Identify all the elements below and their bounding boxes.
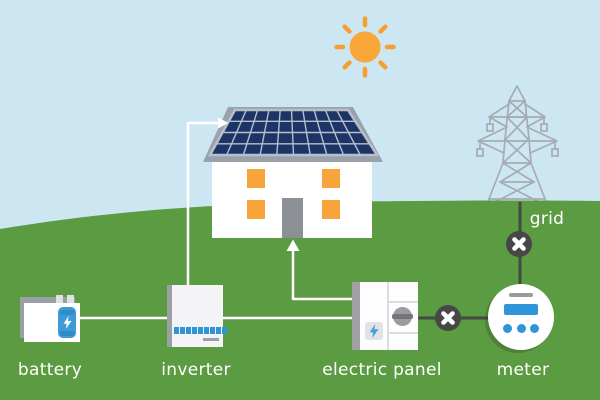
meter-dots xyxy=(488,324,554,333)
panel-divider xyxy=(389,301,418,303)
meter-slot xyxy=(509,293,533,297)
breaker-tile xyxy=(365,322,383,340)
solar-panel-icon xyxy=(207,108,380,157)
electric-panel-label: electric panel xyxy=(322,360,442,380)
inverter-side-strip xyxy=(167,285,172,347)
windows xyxy=(247,169,340,219)
battery-terminal xyxy=(56,295,63,303)
battery-unit xyxy=(20,295,82,342)
lightning-bolt-icon xyxy=(62,316,72,329)
sun-icon xyxy=(334,16,396,78)
battery-cell-icon xyxy=(58,307,76,338)
battery-terminal xyxy=(67,295,74,303)
knob-handle xyxy=(392,314,413,319)
arrow-right-icon xyxy=(218,117,229,129)
meter-label: meter xyxy=(496,360,550,380)
battery-label: battery xyxy=(17,360,83,380)
transmission-tower-icon xyxy=(476,85,559,205)
inverter-vent xyxy=(203,338,219,341)
inverter-label: inverter xyxy=(161,360,231,380)
panel-side-strip xyxy=(352,282,360,350)
energy-flow-lines xyxy=(79,121,353,320)
panel-divider xyxy=(389,332,418,334)
x-node-icon xyxy=(506,231,532,257)
panel-divider xyxy=(387,282,389,350)
house-icon xyxy=(203,107,383,238)
arrow-up-icon xyxy=(286,239,300,251)
door xyxy=(282,198,303,238)
inverter-led-segments xyxy=(174,327,227,334)
inverter-unit xyxy=(167,285,227,347)
x-node-icon xyxy=(435,305,461,331)
meter-display xyxy=(504,304,538,315)
electric-panel-unit xyxy=(352,282,418,350)
meter-unit xyxy=(488,284,554,350)
lightning-bolt-icon xyxy=(369,324,379,338)
grid-label: grid xyxy=(529,209,565,229)
